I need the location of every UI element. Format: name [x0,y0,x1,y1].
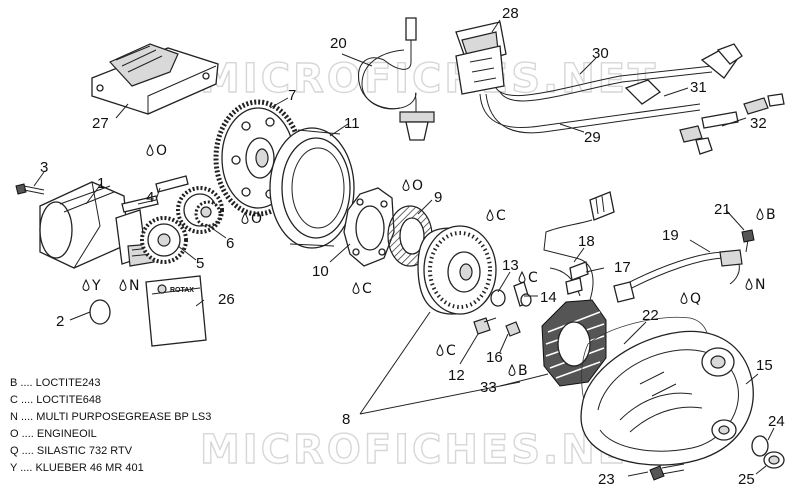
marker-q: Q [690,291,701,307]
label-33: 33 [480,379,497,396]
part-bolt-3 [15,183,45,195]
label-28: 28 [502,5,519,22]
label-3: 3 [40,159,48,176]
label-21: 21 [714,201,731,218]
marker-y: Y [91,278,101,294]
part-bolt-21 [741,229,755,253]
label-22: 22 [642,307,659,324]
label-14: 14 [540,289,557,306]
label-23: 23 [598,471,615,488]
material-markers: O O O Y N C C C C B B Q N [82,143,776,379]
label-8: 8 [342,411,350,428]
label-5: 5 [196,255,204,272]
label-16: 16 [486,349,503,366]
part-oring-2 [89,299,111,325]
label-6: 6 [226,235,234,252]
legend-b: B .... LOCTITE243 [10,377,100,389]
brand-label: ROTAX [170,287,194,294]
marker-c-3: C [362,281,372,297]
legend-c: C .... LOCTITE648 [10,394,101,406]
label-7: 7 [288,87,296,104]
part-flange-10 [343,187,395,267]
part-generator-cover-15 [580,330,754,466]
legend-y: Y .... KLUEBER 46 MR 401 [10,462,144,474]
part-washer-13 [490,289,506,307]
part-gear-6 [176,186,224,234]
marker-c-1: C [496,208,506,224]
label-17: 17 [614,259,631,276]
marker-b-1: B [518,363,528,379]
label-31: 31 [690,79,707,96]
part-clutch-ring-11 [269,127,355,249]
part-ignition-coils [455,21,785,155]
watermark-bottom: MICROFICHES.NET [200,427,658,473]
part-plug-25 [763,451,785,469]
marker-c-2: C [528,270,538,286]
label-18: 18 [578,233,595,250]
label-19: 19 [662,227,679,244]
label-24: 24 [768,413,785,430]
label-27: 27 [92,115,109,132]
part-starter-motor [39,181,155,269]
part-gear-5 [140,216,188,264]
label-30: 30 [592,45,609,62]
reference-numbers: 1 2 3 4 5 6 7 8 9 10 11 12 13 14 15 16 1… [40,5,785,488]
label-13: 13 [502,257,519,274]
label-20: 20 [330,35,347,52]
label-32: 32 [750,115,767,132]
part-lambda-sensor [358,17,435,141]
marker-c-4: C [446,343,456,359]
leader-lines [33,19,775,477]
label-11: 11 [344,115,360,132]
watermark-top: MICROFICHES.NET [200,56,658,102]
legend-o: O .... ENGINEOIL [10,428,97,440]
part-spacer-14 [513,281,532,307]
part-flywheel-8 [417,225,497,315]
label-12: 12 [448,367,465,384]
part-oring-24 [751,435,769,457]
label-26: 26 [218,291,235,308]
marker-n-1: N [129,278,139,294]
label-29: 29 [584,129,601,146]
marker-o-2: O [251,211,262,227]
legend-n: N .... MULTI PURPOSEGREASE BP LS3 [10,411,211,423]
part-stator-harness [543,191,615,301]
material-legend: B .... LOCTITE243 C .... LOCTITE648 N ..… [10,377,211,474]
marker-n-2: N [755,277,765,293]
marker-b-2: B [766,207,776,223]
part-pickup-sensor [613,249,743,303]
legend-q: Q .... SILASTIC 732 RTV [10,445,133,457]
part-ecu [91,43,219,115]
label-25: 25 [738,471,755,488]
marker-o-3: O [412,178,423,194]
label-10: 10 [312,263,329,280]
part-manual-26: ROTAX [145,275,207,347]
label-9: 9 [434,189,442,206]
label-15: 15 [756,357,773,374]
label-4: 4 [146,189,154,206]
part-screw-16 [505,321,521,337]
part-bolt-12 [473,317,497,335]
part-bolt-23 [649,463,685,481]
label-1: 1 [97,175,105,192]
label-2: 2 [56,313,64,330]
part-stator-33 [541,299,607,387]
marker-o-1: O [156,143,167,159]
